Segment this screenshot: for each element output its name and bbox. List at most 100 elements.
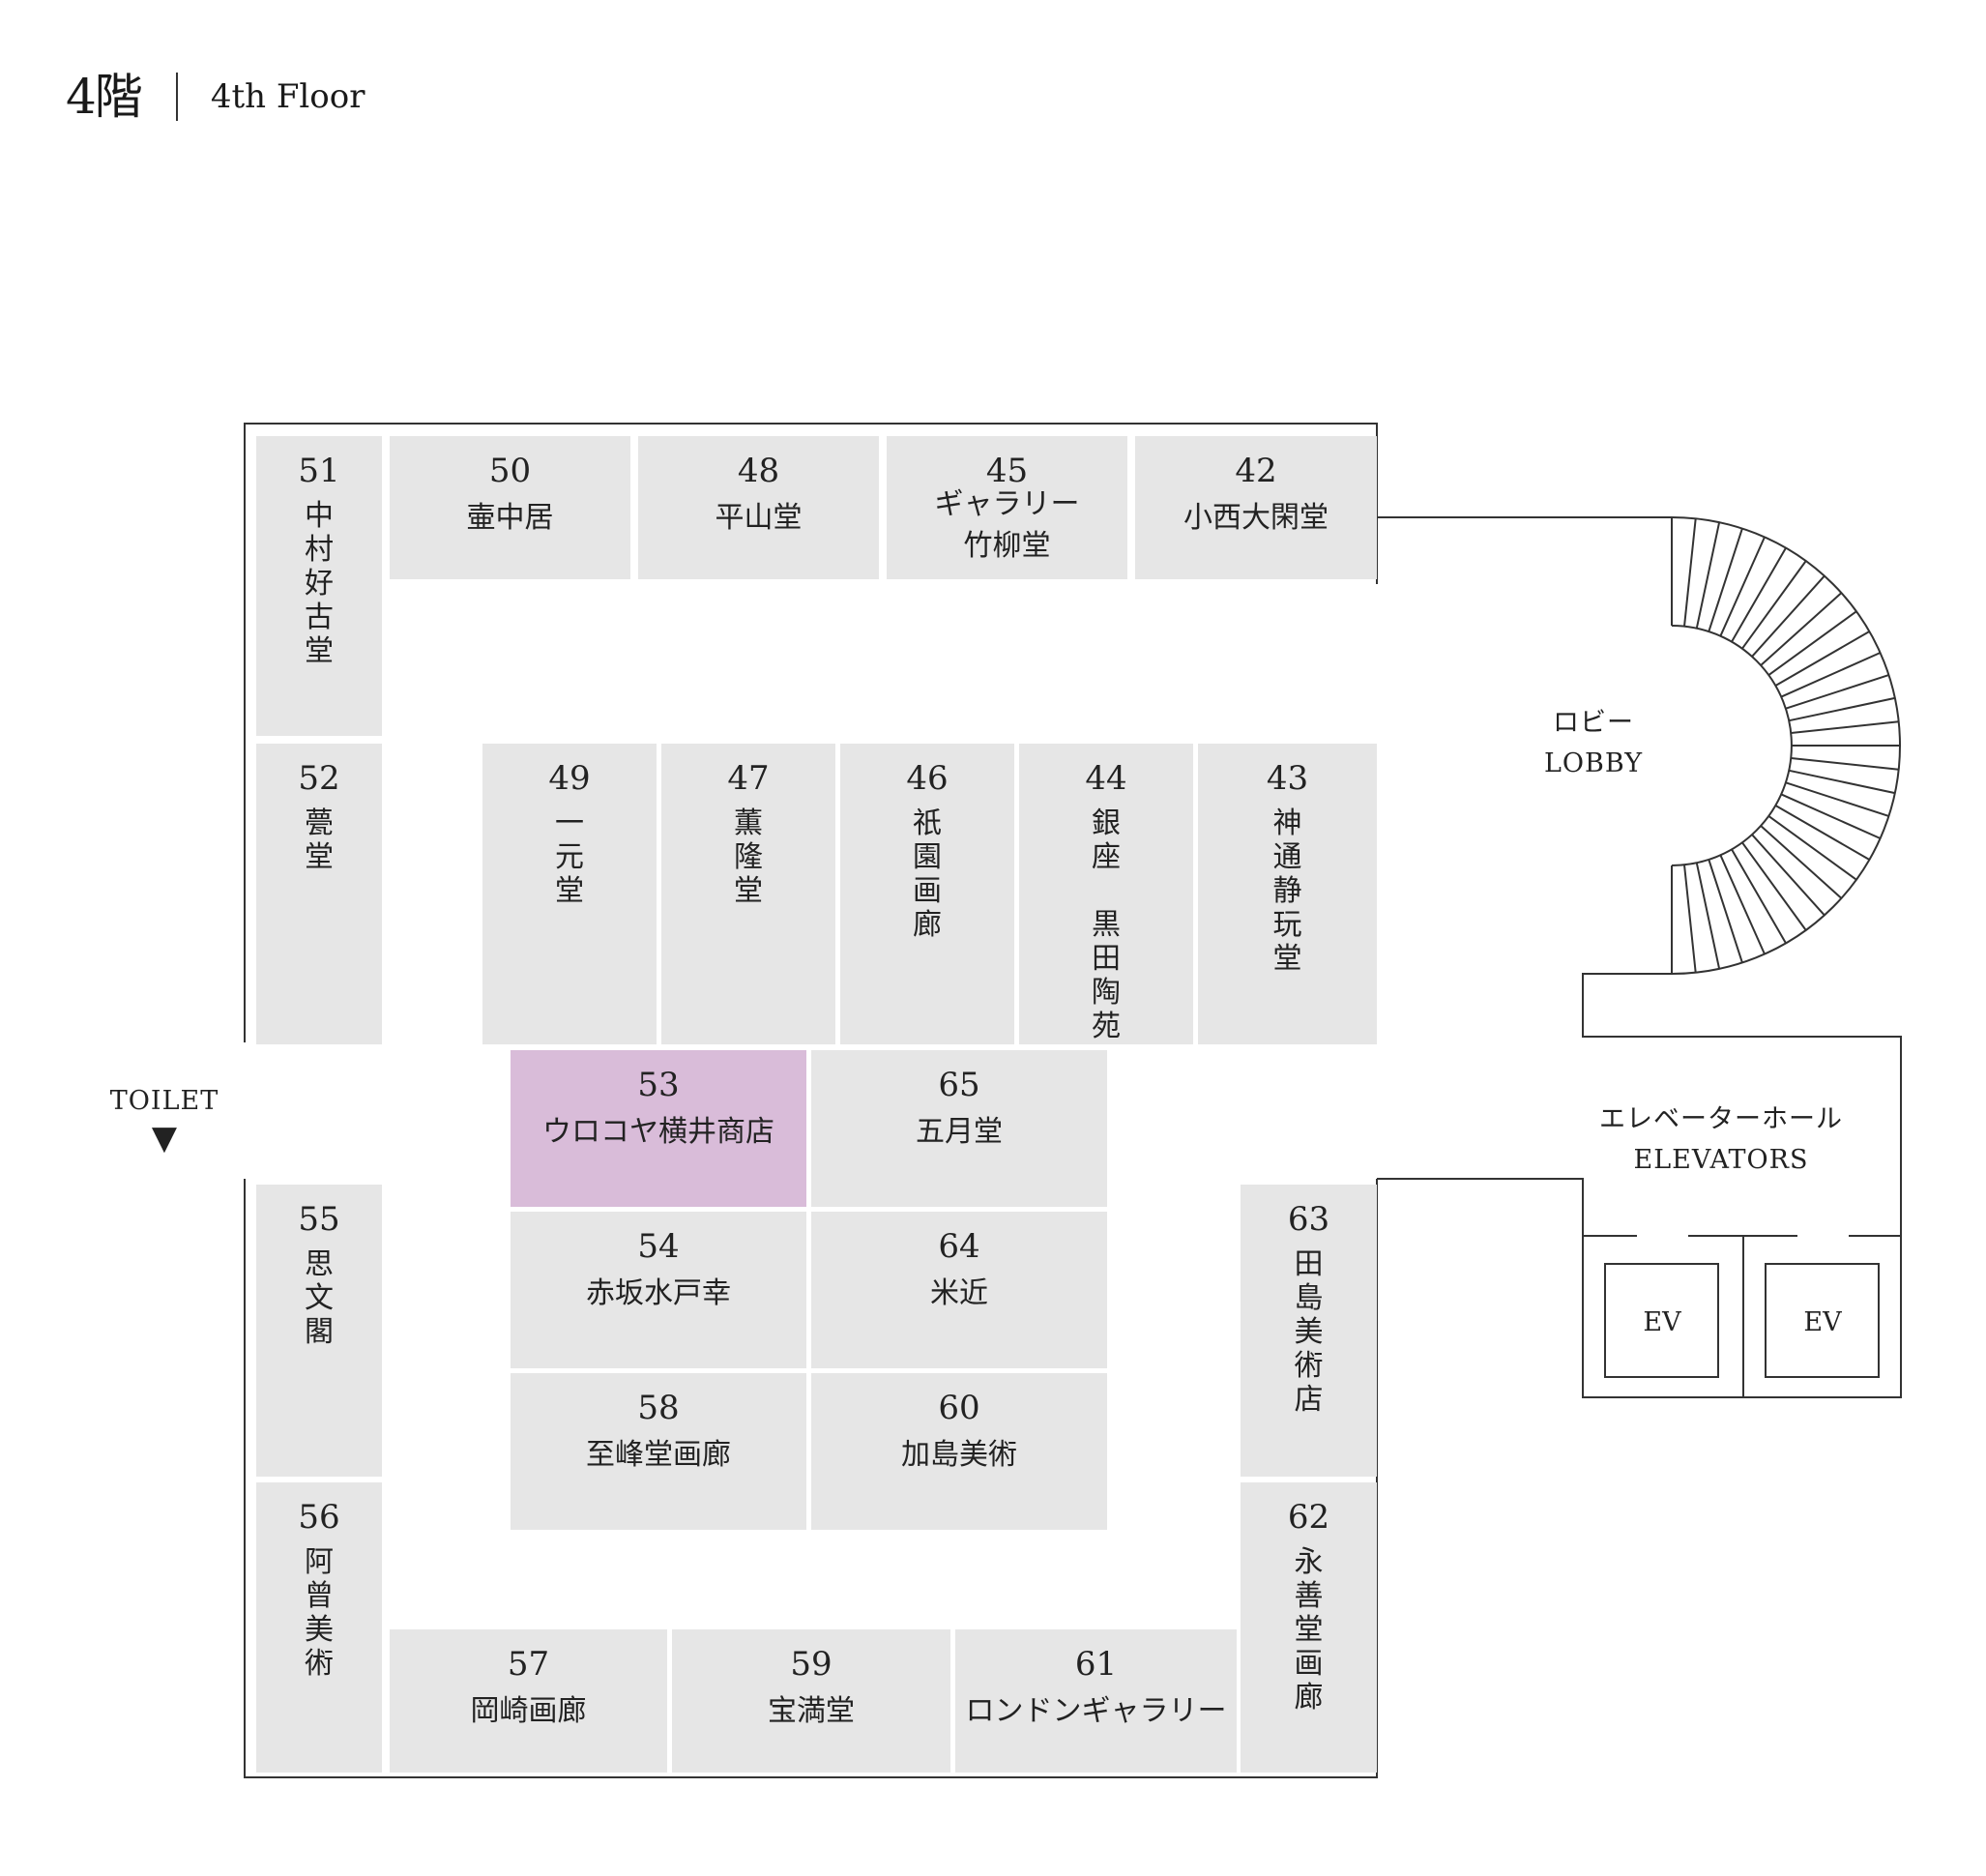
booth-61[interactable]: 61 ロンドンギャラリー [955,1629,1237,1773]
booth-name: 田島美術店 [1295,1247,1324,1417]
elevator-hall-label-en: ELEVATORS [1633,1145,1808,1175]
booth-number: 44 [1085,759,1126,798]
booth-area[interactable] [840,744,1014,1044]
booth-area[interactable] [1198,744,1377,1044]
booth-number: 64 [938,1227,979,1266]
booth-52[interactable]: 52 甍堂 [256,744,382,1044]
booth-number: 43 [1267,759,1308,798]
booth-area[interactable] [672,1629,950,1773]
booth-name: 中村好古堂 [305,499,334,668]
booth-50[interactable]: 50 壷中居 [390,436,630,579]
booth-number: 55 [298,1200,339,1239]
booth-name: 一元堂 [555,806,584,908]
booth-area[interactable] [638,436,879,579]
booth-name-line: 竹柳堂 [964,529,1051,563]
booth-name: 赤坂水戸幸 [586,1276,731,1310]
ev-label-1: EV [1643,1307,1681,1337]
booth-area[interactable] [390,1629,667,1773]
lobby-label-jp: ロビー [1553,708,1634,738]
booth-49[interactable]: 49 一元堂 [482,744,657,1044]
booth-number: 61 [1075,1645,1117,1684]
booth-number: 60 [938,1389,979,1427]
header-divider [175,73,178,121]
elevator-hall-label-jp: エレベーターホール [1599,1104,1843,1134]
booth-area[interactable] [955,1629,1237,1773]
booth-number: 50 [489,452,531,490]
booth-area[interactable] [511,1212,806,1368]
booth-51[interactable]: 51 中村好古堂 [256,436,382,736]
booth-area[interactable] [811,1212,1107,1368]
booth-name: 宝満堂 [768,1694,855,1728]
booth-42[interactable]: 42 小西大閑堂 [1135,436,1377,579]
booth-59[interactable]: 59 宝満堂 [672,1629,950,1773]
booth-area[interactable] [811,1050,1107,1207]
ev-label-2: EV [1803,1307,1842,1337]
lobby-label-en: LOBBY [1544,748,1643,778]
floor-header: 4階 4th Floor [66,68,365,126]
booth-63[interactable]: 63 田島美術店 [1241,1185,1377,1477]
booth-60[interactable]: 60 加島美術 [811,1373,1107,1530]
booth-name: 五月堂 [916,1115,1003,1149]
booth-area[interactable] [1241,1185,1377,1477]
booth-name: 永善堂画廊 [1295,1545,1324,1715]
booth-name: 小西大閑堂 [1183,501,1329,535]
booth-area[interactable] [1241,1482,1377,1773]
booth-area[interactable] [482,744,657,1044]
booth-name: 加島美術 [901,1438,1017,1472]
booth-number: 63 [1288,1200,1329,1239]
booth-area[interactable] [811,1373,1107,1530]
booth-name: ロンドンギャラリー [966,1694,1227,1728]
toilet-arrow-icon: ▼ [152,1119,178,1158]
booth-number: 57 [508,1645,549,1684]
booth-name-line: ギャラリー [935,487,1080,521]
booth-name: 平山堂 [716,501,803,535]
booth-number: 48 [738,452,779,490]
booth-54[interactable]: 54 赤坂水戸幸 [511,1212,806,1368]
wall-main-bottom [244,1179,1378,1778]
booth-number: 54 [637,1227,679,1266]
booth-57[interactable]: 57 岡崎画廊 [390,1629,667,1773]
booth-area[interactable] [390,436,630,579]
booth-number: 58 [637,1389,679,1427]
booth-number: 56 [298,1498,339,1537]
booth-65[interactable]: 65 五月堂 [811,1050,1107,1207]
booth-area[interactable] [511,1373,806,1530]
booth-name: 壷中居 [467,501,554,535]
booth-area[interactable] [256,436,382,736]
booth-area[interactable] [256,1185,382,1477]
booth-number: 45 [986,452,1028,490]
booth-48[interactable]: 48 平山堂 [638,436,879,579]
booth-area[interactable] [887,436,1127,579]
booth-area[interactable] [256,744,382,1044]
booth-area[interactable] [1135,436,1377,579]
booth-number: 52 [298,759,339,798]
booth-area[interactable] [256,1482,382,1773]
booth-62[interactable]: 62 永善堂画廊 [1241,1482,1377,1773]
booth-number: 59 [790,1645,832,1684]
booth-number: 49 [548,759,590,798]
booth-number: 42 [1235,452,1276,490]
booth-name: 薫隆堂 [734,806,763,908]
booth-area[interactable] [1019,744,1193,1044]
booth-number: 51 [298,452,339,490]
booth-name: 岡崎画廊 [471,1694,587,1728]
booth-area[interactable] [511,1050,806,1207]
elevator-2 [1765,1263,1880,1378]
booth-area[interactable] [661,744,835,1044]
toilet-label: TOILET [110,1086,219,1116]
booth-number: 65 [938,1066,979,1104]
booth-number: 62 [1288,1498,1329,1537]
booth-name: 甍堂 [305,806,334,874]
